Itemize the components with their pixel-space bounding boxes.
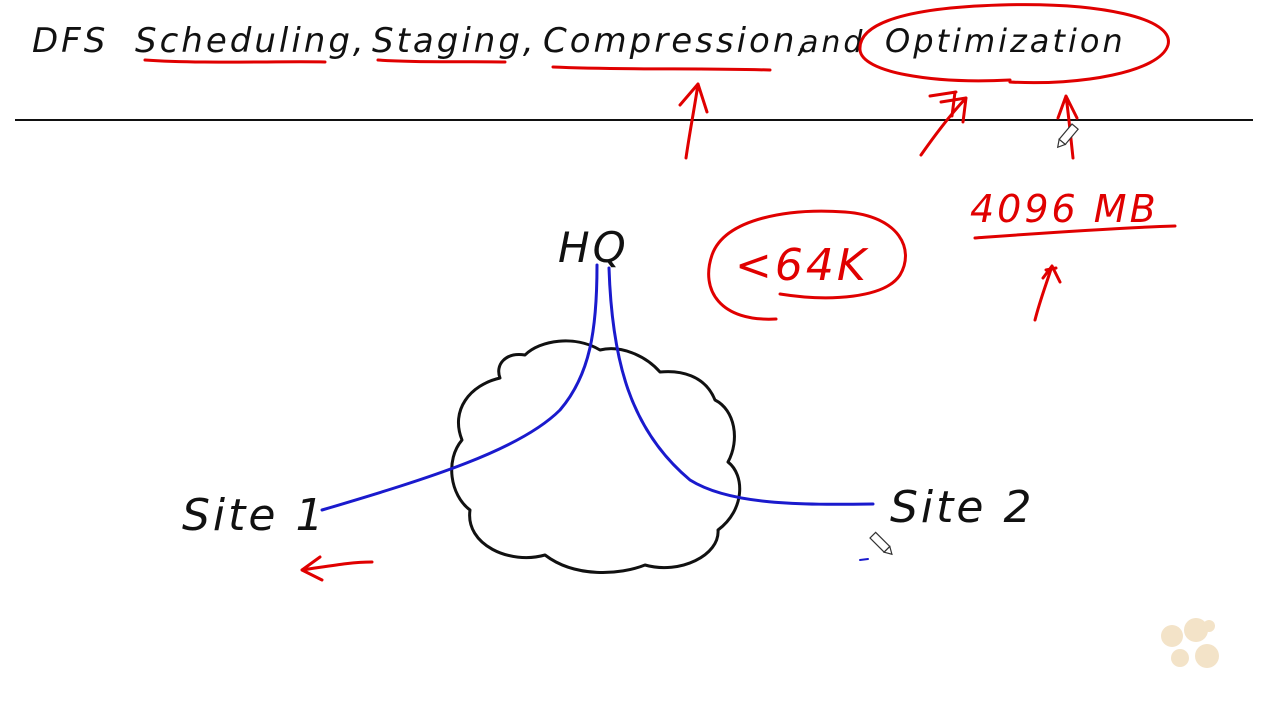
- title-text: DFS Scheduling, Staging, Compression, an…: [32, 21, 1126, 61]
- site-right-label: Site 2: [890, 482, 1034, 533]
- link-hq-site2: [607, 266, 875, 506]
- staging-size-label: 4096 MB: [970, 187, 1159, 231]
- pencil-cursor-icon: [869, 531, 893, 556]
- staging-size-annotation: 4096 MB: [970, 187, 1177, 322]
- bandwidth-label: <64K: [735, 240, 869, 291]
- underline-scheduling: [143, 58, 327, 64]
- link-hq-site1: [320, 263, 599, 512]
- arrow-optimization-double: [919, 90, 968, 157]
- bandwidth-circle: [707, 209, 907, 321]
- title-and: and: [800, 25, 865, 60]
- title-arrows: [678, 82, 1079, 160]
- underline-compression: [551, 65, 772, 72]
- arrow-optimization-single: [1056, 94, 1079, 160]
- network-cloud: [450, 339, 742, 575]
- title-staging: Staging,: [372, 21, 537, 61]
- optimization-circle: [858, 3, 1170, 85]
- hub-label: HQ: [558, 223, 629, 272]
- title-prefix: DFS: [32, 21, 108, 61]
- watermark-logo-icon: [1161, 618, 1219, 668]
- title-optimization: Optimization: [885, 22, 1126, 60]
- wan-links: [320, 263, 875, 512]
- title-scheduling: Scheduling,: [135, 21, 367, 61]
- title-compression: Compression,: [543, 21, 811, 61]
- underline-staging: [376, 58, 507, 64]
- arrow-site1-left: [300, 555, 374, 582]
- pencil-trace: [859, 558, 869, 561]
- arrow-staging-size: [1033, 264, 1062, 322]
- staging-size-underline: [973, 224, 1177, 240]
- bandwidth-annotation: <64K: [707, 209, 907, 321]
- arrow-compression: [678, 82, 709, 160]
- pencil-cursor-icon: [1056, 123, 1079, 149]
- site-left-label: Site 1: [182, 490, 326, 541]
- title-underlines: [143, 58, 772, 72]
